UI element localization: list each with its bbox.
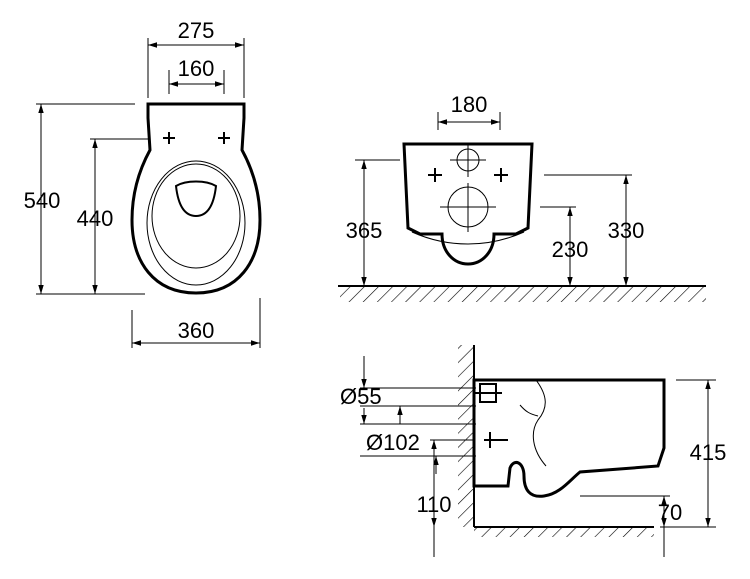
dim-label-230: 230 [552,237,589,262]
dim-label-415: 415 [690,440,727,465]
top-view-outline [130,102,262,295]
front-fixing-right [494,168,508,182]
dim-label-180: 180 [451,92,488,117]
bowl-opening [151,163,241,269]
wall-hatch [458,345,474,527]
side-view: Ø55 Ø102 110 415 70 [340,345,726,557]
dim-label-160: 160 [178,56,215,81]
side-floor-hatch [474,527,654,537]
dim-label-102: Ø102 [366,430,420,455]
dim-label-365: 365 [346,218,383,243]
front-view: 180 365 230 330 [338,92,706,302]
fixing-crosshair-left [163,132,175,144]
top-view: 275 160 540 440 360 [24,18,262,348]
trap-path [532,379,547,467]
front-fixing-left [428,168,442,182]
dim-label-110: 110 [416,492,451,517]
flush-outlet [174,180,218,218]
floor-hatch [340,286,706,302]
dim-label-540: 540 [24,188,61,213]
dim-label-275: 275 [178,18,215,43]
dim-label-55: Ø55 [340,384,382,409]
dim-label-330: 330 [608,218,645,243]
dim-label-70: 70 [658,500,682,525]
front-view-outline [402,142,534,266]
seat-ring [146,160,246,286]
side-view-outline [472,378,666,498]
dim-label-440: 440 [77,206,114,231]
fixing-crosshair-right [218,132,230,144]
dim-label-360: 360 [178,318,215,343]
